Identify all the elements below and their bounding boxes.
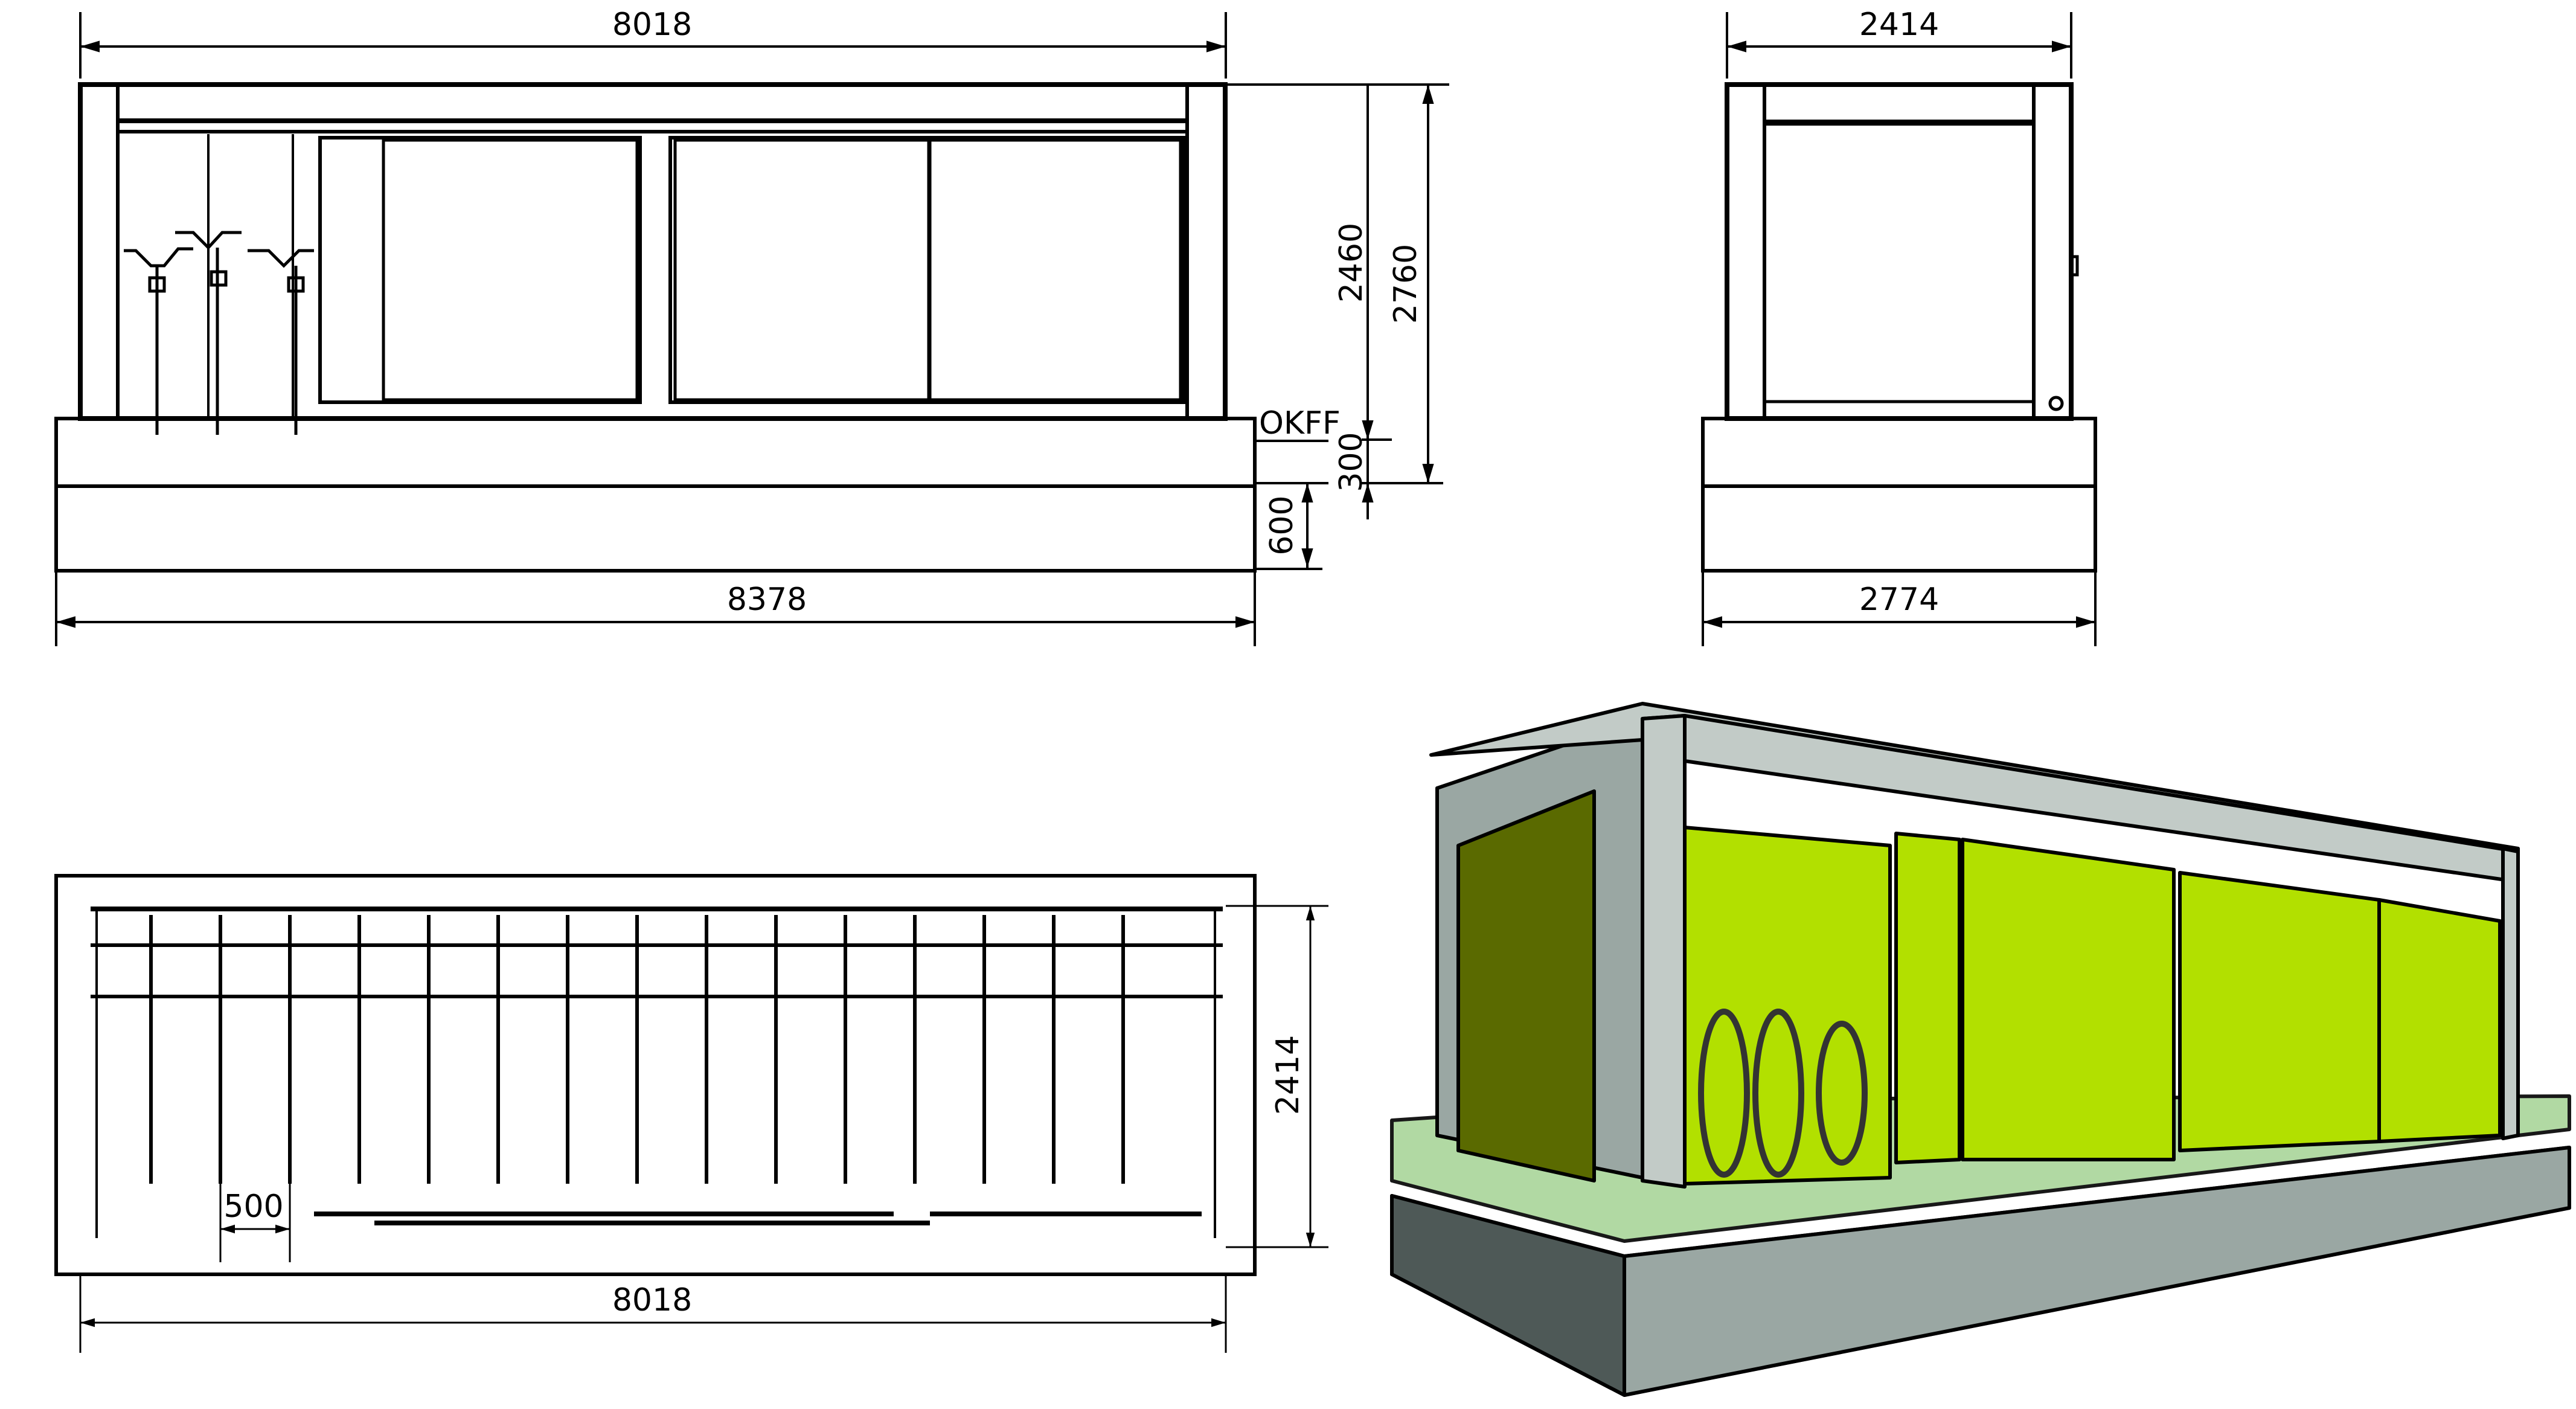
- perspective-view: [1390, 702, 2571, 1397]
- bike-icon: [124, 231, 314, 435]
- dim-base-lower: 600: [1264, 495, 1300, 555]
- floor-level-label: OKFF: [1259, 405, 1341, 441]
- dim-bike-spacing: 500: [223, 1189, 283, 1225]
- dim-height-inner: 2460: [1333, 223, 1370, 303]
- dim-base-width: 8378: [727, 582, 807, 618]
- bike-icon: [1698, 1009, 1868, 1178]
- side-elevation: 2414 2774: [1701, 7, 2097, 646]
- dim-plan-width: 8018: [612, 1282, 692, 1318]
- dim-plan-depth: 2414: [1270, 1035, 1306, 1115]
- dim-side-base-width: 2774: [1859, 582, 1939, 618]
- dim-front-width: 8018: [612, 7, 692, 43]
- dim-side-width: 2414: [1859, 7, 1939, 43]
- bike-rack-icons: [149, 915, 1125, 1184]
- front-elevation: 8018 8378 OKFF: [54, 7, 1449, 646]
- dim-height-total: 2760: [1388, 244, 1424, 324]
- plan-view: 500 2414 8018: [54, 874, 1328, 1353]
